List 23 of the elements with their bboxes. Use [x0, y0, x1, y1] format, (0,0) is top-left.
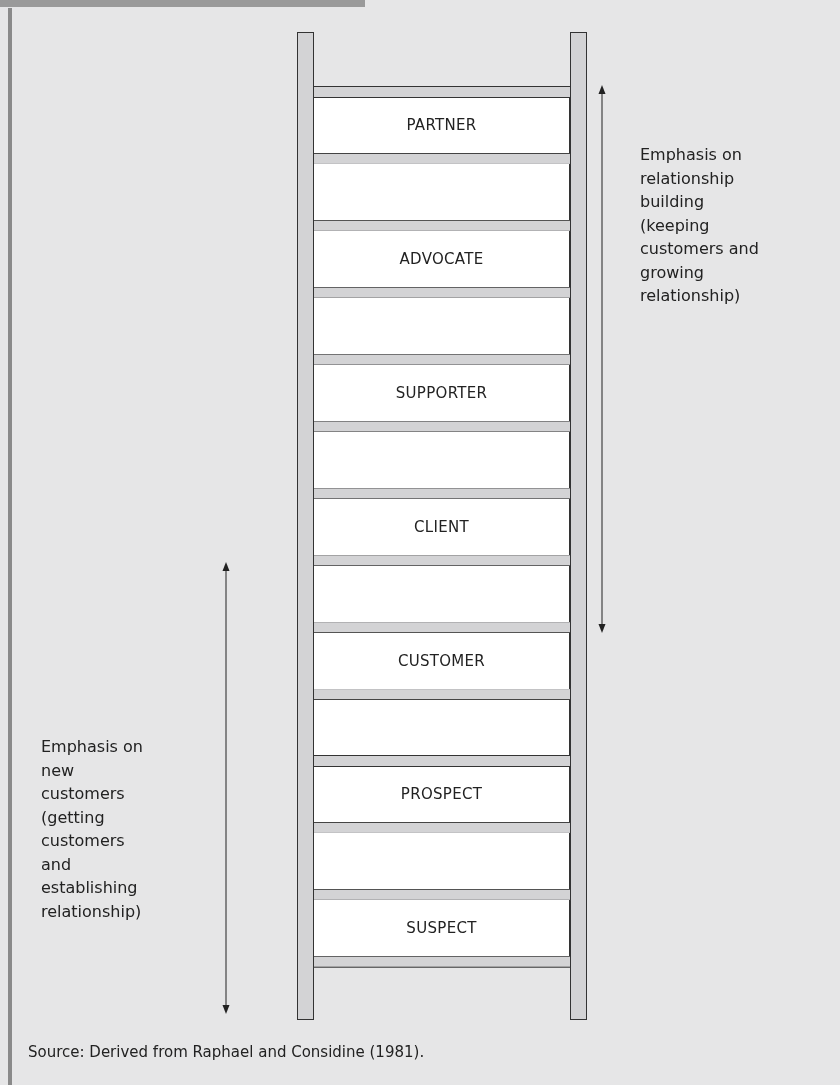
- rung-label: PARTNER: [406, 116, 477, 135]
- ladder-rung-panel: [313, 632, 570, 689]
- empty-panel: [313, 164, 570, 221]
- empty-panel: [313, 699, 570, 756]
- source-caption: Source: Derived from Raphael and Considine (1981).: [28, 1043, 425, 1061]
- rung-label: SUPPORTER: [395, 384, 488, 403]
- rung-label: CUSTOMER: [397, 651, 486, 670]
- rung-label: PROSPECT: [400, 785, 483, 804]
- ladder-rung-panel: [313, 498, 570, 555]
- rung-label: SUSPECT: [406, 919, 477, 938]
- empty-panel: [313, 298, 570, 355]
- ladder-rung-panel: [313, 365, 570, 421]
- rung-label: ADVOCATE: [399, 250, 484, 269]
- annotation-text: Emphasis on relationship building (keeping customers and growing relationship): [640, 144, 760, 307]
- ladder-rung-panel: [313, 231, 570, 288]
- empty-panel: [313, 565, 570, 622]
- rung-label: CLIENT: [414, 517, 469, 536]
- ladder-rung-panel: [313, 766, 570, 823]
- empty-panel: [313, 833, 570, 890]
- ladder-rung-panel: [313, 97, 570, 154]
- annotation-text: Emphasis on new customers (getting customers and establishing relationship): [41, 736, 144, 923]
- ladder-rung-panel: [313, 900, 570, 957]
- empty-panel: [313, 432, 570, 488]
